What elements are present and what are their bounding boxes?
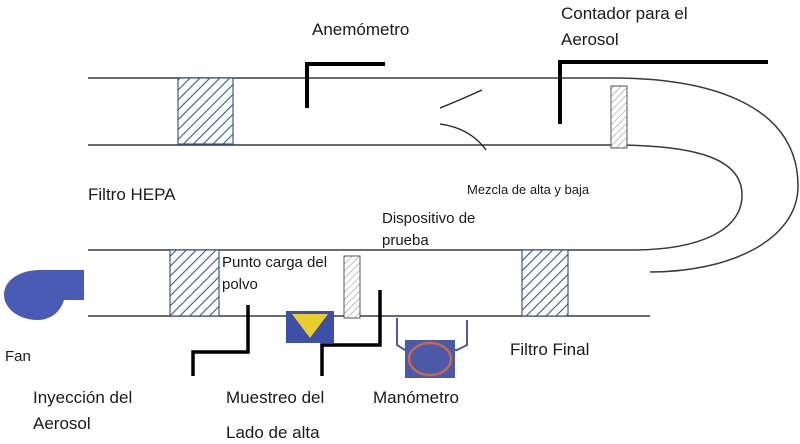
anemometer-probe xyxy=(305,62,385,108)
aerosol-counter-label-line2: Aerosol xyxy=(561,30,619,49)
mixing-baffle-lower xyxy=(439,123,487,151)
dust-hopper xyxy=(292,314,328,338)
high-low-mix-label: Mezcla de alta y baja xyxy=(467,182,590,197)
fan-label: Fan xyxy=(5,348,31,365)
return-bend-outer xyxy=(611,77,799,273)
aerosol-injection-label-line1: Inyección del xyxy=(33,388,133,407)
anemometer-label: Anemómetro xyxy=(312,20,410,39)
manometer-label: Manómetro xyxy=(373,388,459,407)
manometer-body xyxy=(405,340,455,378)
return-bend-inner xyxy=(611,144,743,251)
dust-loading-label-line1: Punto carga del xyxy=(222,254,328,271)
aerosol-counter-label-line1: Contador para el xyxy=(561,4,688,23)
test-device xyxy=(343,255,361,319)
lower-prefilter xyxy=(169,249,220,317)
aerosol-counter-probe xyxy=(558,60,768,124)
hepa-filter xyxy=(177,77,234,145)
aerosol-injection-label-line2: Aerosol xyxy=(33,414,91,433)
test-device-label-line1: Dispositivo de xyxy=(382,210,476,227)
test-device-label-line2: prueba xyxy=(382,232,429,249)
aerosol-injection-probe xyxy=(191,305,250,376)
dust-loading-label-line2: polvo xyxy=(222,276,258,293)
mixing-baffle-upper xyxy=(439,89,483,109)
high-side-sampling-label-line1: Muestreo del xyxy=(226,388,325,407)
upper-test-device xyxy=(610,85,628,149)
lower-duct-exit-wall xyxy=(632,272,650,316)
final-filter-label: Filtro Final xyxy=(510,340,590,359)
final-filter xyxy=(521,249,569,317)
high-side-sampling-label-line2: Lado de alta xyxy=(226,423,320,442)
fan-housing xyxy=(4,270,84,320)
manometer-dial xyxy=(407,341,453,377)
high-side-sampling-probe xyxy=(320,290,382,376)
hepa-filter-label: Filtro HEPA xyxy=(88,185,176,204)
